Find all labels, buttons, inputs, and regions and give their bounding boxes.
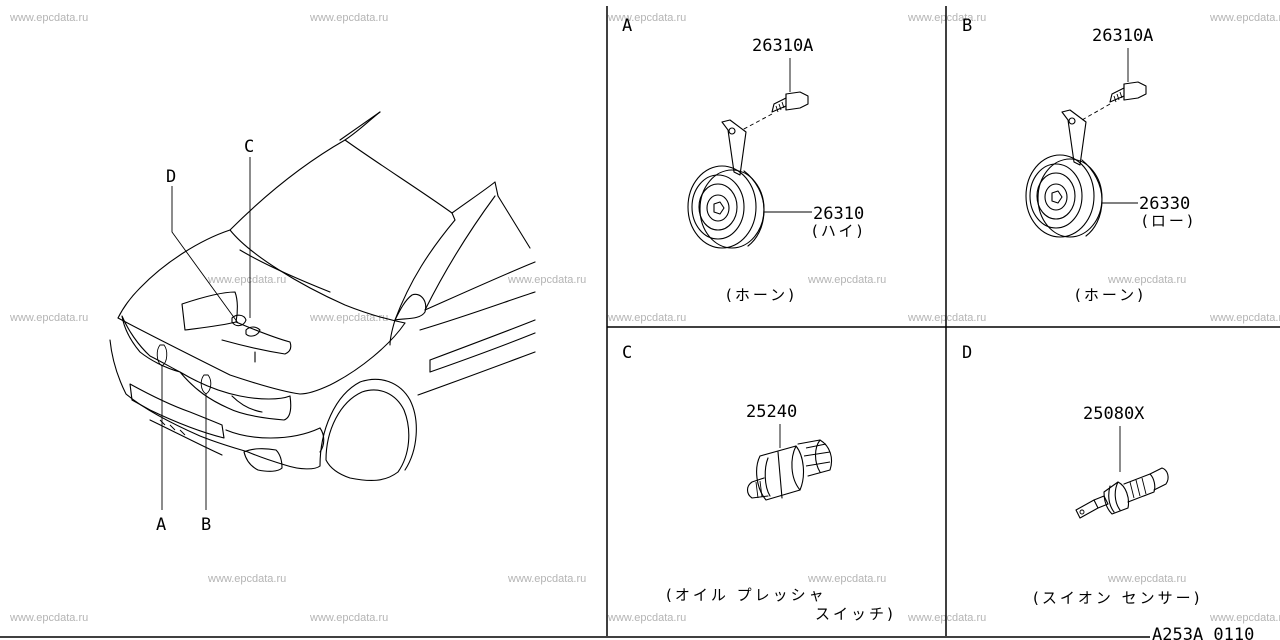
panel-d-caption: (スイオン センサー) bbox=[1033, 589, 1202, 607]
panel-a: A 26310A 26310 (ハイ) (ホーン) bbox=[622, 16, 865, 304]
panel-c-caption-line2: スイッチ) bbox=[815, 605, 896, 623]
panel-b-main-note: (ロー) bbox=[1142, 212, 1196, 230]
watermark: www.epcdata.ru bbox=[1209, 12, 1280, 24]
panel-a-tag: A bbox=[622, 16, 632, 36]
panel-d: D 25080X (スイオン センサー) bbox=[962, 343, 1202, 607]
watermark: www.epcdata.ru bbox=[607, 312, 686, 324]
bolt-icon bbox=[741, 91, 809, 131]
panel-b: B 26310A 26330 (ロー) (ホーン) bbox=[962, 16, 1196, 304]
overview-callouts: D C A B bbox=[156, 137, 254, 535]
panel-a-caption: (ホーン) bbox=[726, 286, 797, 304]
watermark: www.epcdata.ru bbox=[507, 274, 586, 286]
watermark: www.epcdata.ru bbox=[1209, 612, 1280, 624]
callout-label-b: B bbox=[201, 515, 211, 535]
watermark: www.epcdata.ru bbox=[807, 573, 886, 585]
callout-label-d: D bbox=[166, 167, 176, 187]
panel-c-caption-line1: (オイル プレッシャ bbox=[666, 586, 827, 604]
watermark: www.epcdata.ru bbox=[1107, 573, 1186, 585]
panel-b-bolt-part-number: 26310A bbox=[1092, 26, 1153, 46]
oil-pressure-switch-icon bbox=[746, 439, 833, 501]
watermark: www.epcdata.ru bbox=[9, 312, 88, 324]
watermark: www.epcdata.ru bbox=[9, 612, 88, 624]
car-front-illustration bbox=[109, 111, 536, 510]
callout-label-a: A bbox=[156, 515, 166, 535]
watermark: www.epcdata.ru bbox=[309, 312, 388, 324]
drawing-code: A253A 0110 bbox=[1152, 625, 1254, 640]
watermark: www.epcdata.ru bbox=[807, 274, 886, 286]
watermark: www.epcdata.ru bbox=[9, 12, 88, 24]
watermarks: www.epcdata.ru www.epcdata.ru www.epcdat… bbox=[9, 12, 1280, 624]
watermark: www.epcdata.ru bbox=[1107, 274, 1186, 286]
panel-a-bolt-part-number: 26310A bbox=[752, 36, 813, 56]
panel-a-main-note: (ハイ) bbox=[812, 222, 865, 240]
panel-c-main-part-number: 25240 bbox=[746, 402, 797, 422]
watermark: www.epcdata.ru bbox=[507, 573, 586, 585]
watermark: www.epcdata.ru bbox=[309, 612, 388, 624]
panel-b-caption: (ホーン) bbox=[1075, 286, 1146, 304]
horn-low-icon bbox=[1025, 109, 1103, 238]
watermark: www.epcdata.ru bbox=[309, 12, 388, 24]
panel-c: C 25240 (オイル プレッシャ スイッチ) bbox=[622, 343, 896, 623]
panel-b-tag: B bbox=[962, 16, 972, 36]
watermark: www.epcdata.ru bbox=[607, 612, 686, 624]
callout-label-c: C bbox=[244, 137, 254, 157]
bolt-icon bbox=[1081, 81, 1147, 121]
panel-frame bbox=[0, 6, 1280, 638]
panel-b-main-part-number: 26330 bbox=[1139, 194, 1190, 214]
panel-c-tag: C bbox=[622, 343, 632, 363]
watermark: www.epcdata.ru bbox=[1209, 312, 1280, 324]
watermark: www.epcdata.ru bbox=[207, 274, 286, 286]
watermark: www.epcdata.ru bbox=[607, 12, 686, 24]
horn-high-icon bbox=[687, 119, 765, 249]
panel-d-tag: D bbox=[962, 343, 972, 363]
panel-a-main-part-number: 26310 bbox=[813, 204, 864, 224]
water-temperature-sensor-icon bbox=[1075, 467, 1169, 519]
watermark: www.epcdata.ru bbox=[207, 573, 286, 585]
panel-d-main-part-number: 25080X bbox=[1083, 404, 1145, 424]
